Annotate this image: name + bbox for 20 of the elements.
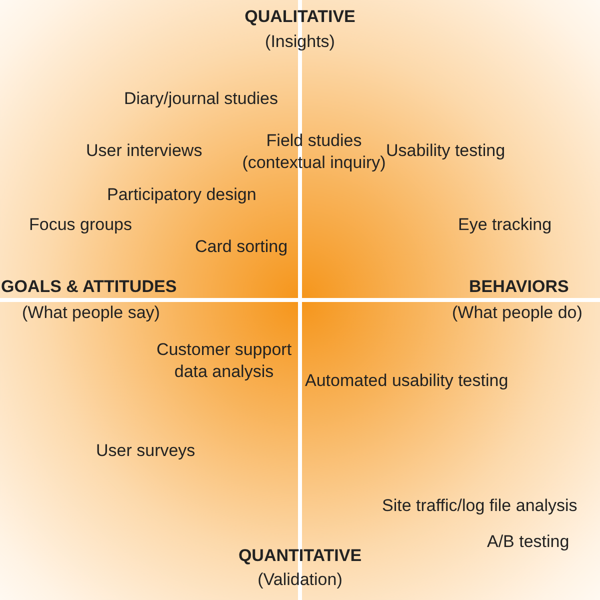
method-label: User surveys	[96, 440, 196, 462]
method-label: (Validation)	[258, 569, 342, 591]
method-label: Usability testing	[386, 140, 506, 162]
method-label: User interviews	[86, 140, 202, 162]
method-label: (Insights)	[265, 31, 335, 53]
method-label: (What people say)	[22, 302, 160, 324]
method-label: (What people do)	[452, 302, 582, 324]
method-label: Eye tracking	[458, 214, 552, 236]
axis-label: QUANTITATIVE	[238, 545, 362, 567]
method-label: Participatory design	[107, 184, 256, 206]
axis-label: QUALITATIVE	[244, 6, 356, 28]
method-label: Site traffic/log file analysis	[382, 495, 578, 517]
axis-label: BEHAVIORS	[469, 276, 569, 298]
method-label: Customer support data analysis	[155, 339, 293, 383]
method-label: Card sorting	[195, 236, 288, 258]
method-label: Focus groups	[29, 214, 132, 236]
method-label: Diary/journal studies	[124, 88, 278, 110]
method-label: Automated usability testing	[305, 370, 508, 392]
method-label: A/B testing	[487, 531, 570, 553]
axis-label: GOALS & ATTITUDES	[1, 276, 177, 298]
